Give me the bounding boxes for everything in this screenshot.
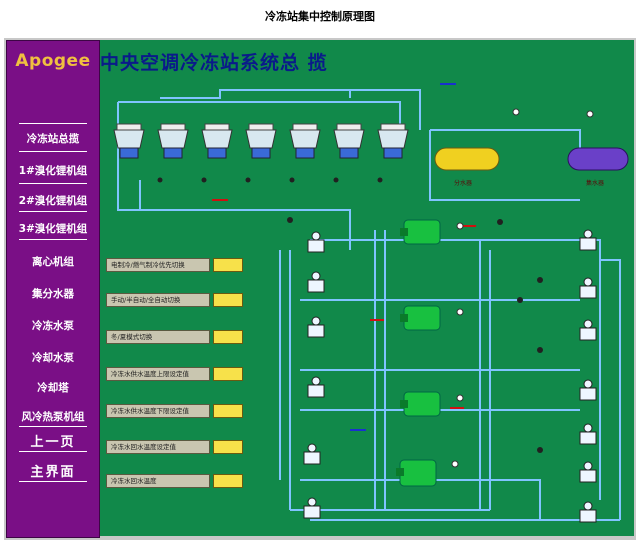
nav-item-air-heat-pump[interactable]: 风冷热泵机组 (21, 411, 85, 423)
valve-icon (537, 277, 543, 283)
pump-icon (307, 271, 325, 293)
pump-icon (579, 379, 597, 401)
sensor-icon (451, 460, 459, 468)
valve-group (157, 177, 543, 453)
control-cooling-priority: 电制冷/燃气制冷优先切换 (106, 258, 243, 272)
control-label[interactable]: 电制冷/燃气制冷优先切换 (106, 258, 210, 272)
apogee-logo: Apogee (15, 51, 91, 71)
nav-item-cooling-tower[interactable]: 冷却塔 (37, 382, 69, 394)
cooling-tower-icon (289, 123, 321, 159)
chiller-icon (396, 459, 437, 487)
control-label[interactable]: 冷冻水供水温度上限设定值 (106, 367, 210, 381)
cooling-tower-row (113, 123, 409, 159)
control-return-temp: 冷冻水回水温度 (106, 474, 243, 488)
sensor-group (451, 108, 594, 468)
pump-icon (579, 319, 597, 341)
control-label[interactable]: 冷冻水供水温度下限设定值 (106, 404, 210, 418)
pump-icon (579, 501, 597, 523)
nav-item-chilled-pump[interactable]: 冷冻水泵 (32, 320, 74, 332)
nav-divider (19, 123, 87, 124)
chiller-icon (400, 305, 441, 331)
valve-icon (497, 219, 503, 225)
control-supply-lower: 冷冻水供水温度下限设定值 (106, 404, 243, 418)
pump-icon (303, 497, 321, 519)
control-value-display (213, 440, 243, 454)
supply-manifold-label: 分水器 (454, 180, 473, 187)
control-label[interactable]: 手动/半自动/全自动切换 (106, 293, 210, 307)
chiller-icon (400, 391, 441, 417)
nav-item-manifold[interactable]: 集分水器 (32, 288, 74, 300)
tank-icon (567, 147, 629, 171)
control-value-display (213, 404, 243, 418)
valve-icon (537, 447, 543, 453)
cooling-tower-icon (245, 123, 277, 159)
valve-icon (245, 177, 251, 183)
nav-divider (19, 426, 87, 427)
control-return-setpoint: 冷冻水回水温度设定值 (106, 440, 243, 454)
pump-icon (307, 316, 325, 338)
pump-group-left (303, 231, 325, 519)
pipe-network (117, 89, 621, 521)
nav-divider (19, 211, 87, 212)
pump-icon (579, 229, 597, 251)
valve-icon (157, 177, 163, 183)
nav-item-libr-unit-3[interactable]: 3#溴化锂机组 (18, 223, 88, 235)
page-title: 冷冻站集中控制原理图 (265, 10, 375, 23)
nav-item-cooling-pump[interactable]: 冷却水泵 (32, 352, 74, 364)
nav-item-centrifugal[interactable]: 离心机组 (32, 256, 74, 268)
nav-divider (19, 481, 87, 482)
nav-divider (19, 183, 87, 184)
valve-icon (287, 217, 293, 223)
cooling-tower-icon (333, 123, 365, 159)
control-value-display (213, 258, 243, 272)
pump-icon (579, 461, 597, 483)
control-label[interactable]: 冬/夏模式切换 (106, 330, 210, 344)
valve-icon (289, 177, 295, 183)
control-season: 冬/夏模式切换 (106, 330, 243, 344)
cooling-tower-icon (201, 123, 233, 159)
sensor-icon (456, 308, 464, 316)
sidebar: Apogee 冷冻站总揽 1#溴化锂机组 2#溴化锂机组 3#溴化锂机组 离心机… (6, 40, 100, 538)
schematic-title: 中央空调冷冻站系统总 揽 (100, 52, 328, 74)
control-value-display (213, 367, 243, 381)
return-manifold-label: 集水器 (586, 180, 605, 187)
chiller-icon (400, 219, 441, 245)
control-value-display (213, 330, 243, 344)
control-value-display (213, 293, 243, 307)
pump-icon (303, 443, 321, 465)
valve-icon (517, 297, 523, 303)
control-value-display (213, 474, 243, 488)
nav-item-overview[interactable]: 冷冻站总揽 (26, 133, 80, 145)
control-label[interactable]: 冷冻水回水温度设定值 (106, 440, 210, 454)
pump-icon (307, 231, 325, 253)
sensor-icon (586, 110, 594, 118)
valve-icon (537, 347, 543, 353)
pump-icon (307, 376, 325, 398)
control-mode: 手动/半自动/全自动切换 (106, 293, 243, 307)
sensor-icon (456, 394, 464, 402)
control-supply-upper: 冷冻水供水温度上限设定值 (106, 367, 243, 381)
schematic-diagram (113, 83, 629, 523)
prev-page-button[interactable]: 上一页 (30, 435, 76, 450)
control-label[interactable]: 冷冻水回水温度 (106, 474, 210, 488)
nav-divider (19, 239, 87, 240)
cooling-tower-icon (157, 123, 189, 159)
nav-item-libr-unit-1[interactable]: 1#溴化锂机组 (18, 165, 88, 177)
cooling-tower-icon (113, 123, 145, 159)
nav-item-libr-unit-2[interactable]: 2#溴化锂机组 (18, 195, 88, 207)
nav-divider (19, 151, 87, 152)
valve-icon (201, 177, 207, 183)
pump-icon (579, 423, 597, 445)
cooling-tower-icon (377, 123, 409, 159)
tank-icon (434, 147, 500, 171)
sensor-icon (456, 222, 464, 230)
sensor-icon (512, 108, 520, 116)
blue-flow-lines (350, 83, 456, 431)
home-button[interactable]: 主界面 (30, 465, 76, 480)
valve-icon (377, 177, 383, 183)
valve-icon (333, 177, 339, 183)
pump-group-right (579, 229, 597, 523)
pump-icon (579, 277, 597, 299)
nav-divider (19, 451, 87, 452)
